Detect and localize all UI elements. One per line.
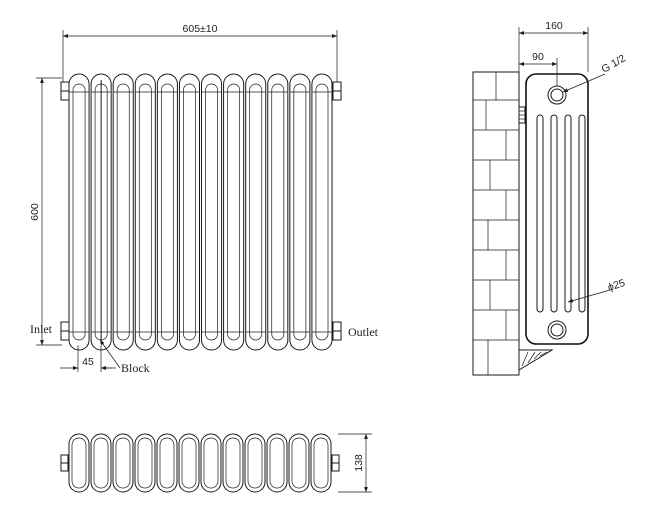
wall-offset-dimension: 90 (519, 51, 558, 86)
radiator-column (156, 73, 178, 351)
front-width-label: 605±10 (183, 23, 218, 35)
wall-offset-label: 90 (532, 51, 544, 63)
top-view-column (310, 433, 332, 493)
wall-bracket (518, 106, 554, 371)
top-view: 138 (60, 433, 372, 493)
thread-label: G 1/2 (600, 52, 628, 75)
top-view-column (178, 433, 200, 493)
gap-label: 45 (82, 356, 94, 368)
top-view-column (156, 433, 178, 493)
radiator-column (267, 73, 289, 351)
outlet-label: Outlet (348, 325, 379, 339)
radiator-column (134, 73, 156, 351)
top-view-column (134, 433, 156, 493)
radiator-column (178, 73, 201, 351)
gap-dimension: 45 (60, 345, 116, 372)
radiator-column (223, 73, 245, 351)
front-width-dimension: 605±10 (62, 23, 338, 82)
radiator-columns (68, 73, 333, 351)
radiator-column (201, 73, 223, 351)
front-height-label: 600 (29, 203, 41, 221)
radiator-column (245, 73, 267, 351)
block-label: Block (121, 361, 150, 375)
top-view-columns (68, 433, 332, 493)
radiator-column (68, 73, 90, 351)
top-depth-label: 138 (353, 454, 365, 472)
top-view-column (266, 433, 288, 493)
front-view: 605±10 600 Inlet Outlet (29, 23, 379, 375)
front-plugs (60, 81, 342, 341)
top-view-column (288, 433, 310, 493)
top-view-column (244, 433, 266, 493)
tube-diameter-label: ϕ25 (606, 277, 627, 294)
front-height-dimension: 600 (29, 77, 62, 346)
top-view-column (68, 433, 90, 493)
radiator-column (112, 73, 134, 351)
lower-port (547, 320, 567, 340)
radiator-column (311, 73, 333, 351)
wall-bricks (472, 71, 520, 376)
radiator-column (289, 73, 311, 351)
side-depth-label: 160 (545, 20, 563, 32)
radiator-side-body (525, 73, 589, 345)
top-view-column (200, 433, 222, 493)
top-view-column (112, 433, 134, 493)
inlet-label: Inlet (30, 322, 53, 336)
top-view-column (222, 433, 244, 493)
side-view: 160 90 G 1/2 ϕ25 (472, 20, 628, 376)
top-depth-dimension: 138 (338, 433, 372, 493)
top-view-column (90, 433, 112, 493)
